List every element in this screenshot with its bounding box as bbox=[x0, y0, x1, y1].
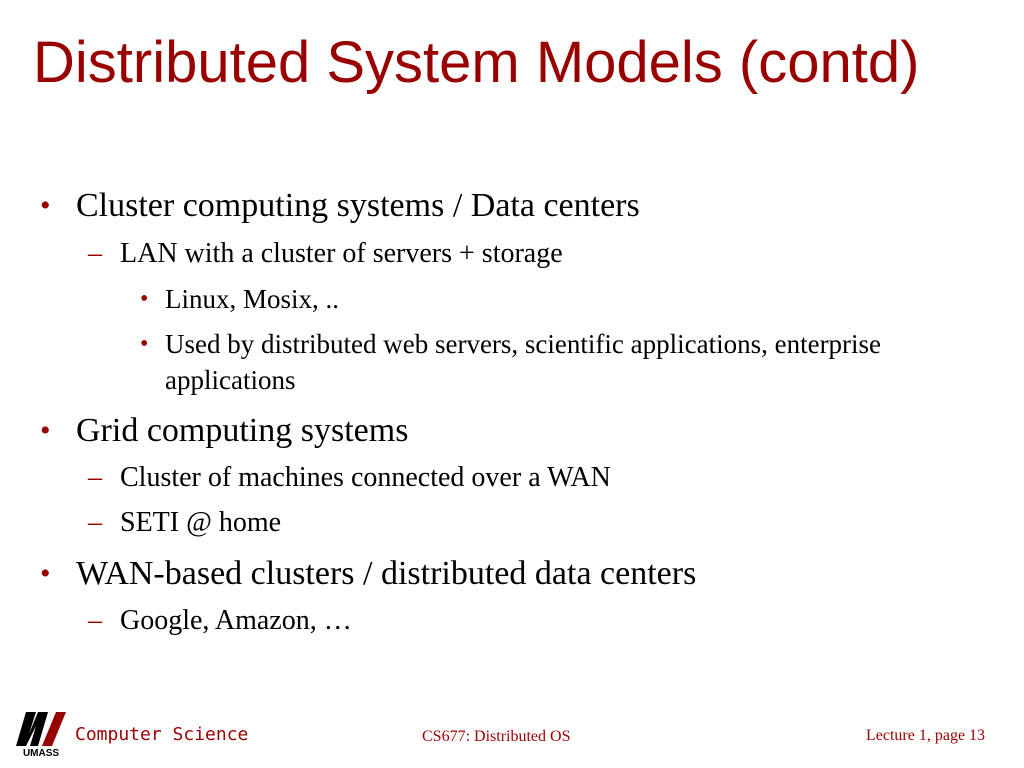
footer-page-number: Lecture 1, page 13 bbox=[866, 727, 986, 744]
sub-bullet-item: – Google, Amazon, … bbox=[88, 605, 352, 637]
bullet-marker: • bbox=[40, 414, 51, 447]
bullet-text: Google, Amazon, … bbox=[120, 605, 352, 636]
bullet-text: SETI @ home bbox=[120, 507, 282, 538]
bullet-item: • WAN-based clusters / distributed data … bbox=[40, 555, 696, 593]
bullet-text: Cluster of machines connected over a WAN bbox=[120, 462, 611, 493]
sub-sub-bullet-item: • Used by distributed web servers, scien… bbox=[140, 326, 970, 398]
bullet-marker: • bbox=[140, 331, 149, 357]
bullet-item: • Grid computing systems bbox=[40, 412, 408, 450]
footer-department: Computer Science bbox=[75, 724, 249, 745]
bullet-text: Used by distributed web servers, scienti… bbox=[165, 329, 882, 395]
logo-text: UMASS bbox=[23, 748, 59, 758]
umass-logo: UMASS bbox=[16, 712, 66, 758]
bullet-marker: • bbox=[40, 189, 51, 222]
sub-bullet-item: – LAN with a cluster of servers + storag… bbox=[88, 238, 563, 270]
bullet-text: Grid computing systems bbox=[76, 412, 409, 449]
dash-marker: – bbox=[88, 238, 102, 269]
bullet-text: WAN-based clusters / distributed data ce… bbox=[76, 555, 697, 592]
dash-marker: – bbox=[88, 462, 102, 493]
dash-marker: – bbox=[88, 507, 102, 538]
sub-bullet-item: – SETI @ home bbox=[88, 507, 281, 539]
bullet-list: • Cluster computing systems / Data cente… bbox=[40, 187, 970, 637]
sub-bullet-item: – Cluster of machines connected over a W… bbox=[88, 462, 611, 494]
bullet-marker: • bbox=[140, 286, 149, 312]
bullet-text: LAN with a cluster of servers + storage bbox=[120, 238, 563, 269]
dash-marker: – bbox=[88, 605, 102, 636]
slide-title: Distributed System Models (contd) bbox=[33, 30, 920, 95]
bullet-text: Linux, Mosix, .. bbox=[165, 284, 340, 314]
footer-course: CS677: Distributed OS bbox=[422, 728, 571, 745]
bullet-text: Cluster computing systems / Data centers bbox=[76, 187, 640, 224]
bullet-item: • Cluster computing systems / Data cente… bbox=[40, 187, 640, 225]
sub-sub-bullet-item: • Linux, Mosix, .. bbox=[140, 281, 970, 317]
bullet-marker: • bbox=[40, 557, 51, 590]
